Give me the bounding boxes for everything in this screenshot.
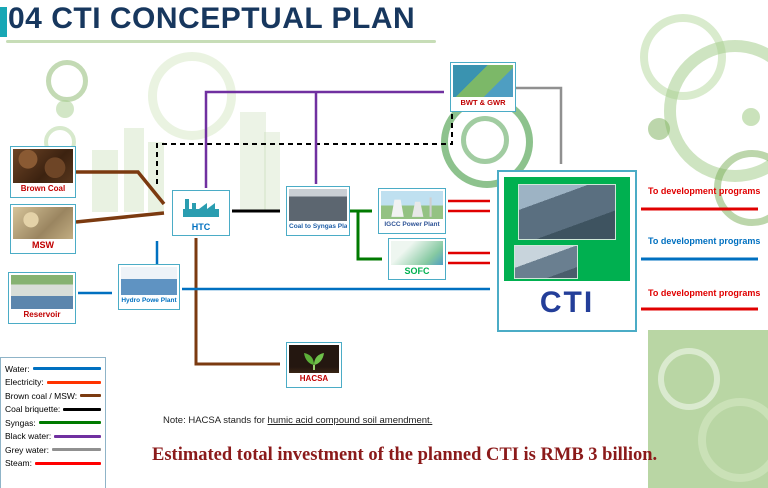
decorative-skyline: [124, 128, 144, 212]
node-label-hacsa: HACSA: [289, 373, 339, 385]
legend-item-water: Water:: [5, 362, 101, 376]
cooling-towers-icon: [391, 197, 432, 217]
legend-line-swatch: [34, 461, 101, 465]
node-sofc: SOFC: [388, 238, 446, 280]
legend-item-electricity: Electricity:: [5, 376, 101, 390]
cti-label: CTI: [539, 286, 595, 319]
node-brown-coal: Brown Coal: [10, 146, 76, 198]
legend-line-swatch: [80, 394, 101, 398]
legend-item-label: Syngas:: [5, 417, 36, 428]
note-prefix: Note: HACSA stands for: [163, 415, 268, 426]
decorative-ring: [461, 116, 509, 164]
legend-line-swatch: [46, 380, 101, 384]
legend-item-grey-water: Grey water:: [5, 443, 101, 457]
htc-image: [175, 193, 227, 221]
page-title: 04 CTI CONCEPTUAL PLAN: [8, 2, 416, 35]
legend-line-swatch: [51, 448, 101, 452]
output-label-1: To development programs: [648, 186, 761, 196]
decorative-skyline: [264, 132, 280, 212]
decorative-skyline: [148, 142, 164, 212]
decorative-underline: [6, 40, 436, 43]
title-accent-bar: [0, 7, 7, 37]
coal-to-syngas-image: [289, 189, 347, 221]
legend-line-swatch: [63, 407, 101, 411]
decorative-skyline: [240, 112, 266, 212]
legend-item-label: Grey water:: [5, 444, 49, 455]
cti-plant-photo-large: [518, 184, 616, 240]
decorative-dot: [742, 108, 760, 126]
cti-plant-photo-small: [514, 245, 578, 279]
node-bwt-gwr: BWT & GWR: [450, 62, 516, 112]
node-hacsa: HACSA: [286, 342, 342, 388]
legend-item-label: Electricity:: [5, 377, 44, 388]
bwt-gwr-image: [453, 65, 513, 97]
decorative-dot: [648, 118, 670, 140]
node-label-brown-coal: Brown Coal: [13, 183, 73, 195]
msw-image: [13, 207, 73, 239]
legend-line-swatch: [54, 434, 101, 438]
legend-item-label: Steam:: [5, 458, 32, 469]
legend-item-label: Black water:: [5, 431, 52, 442]
output-label-2: To development programs: [648, 236, 761, 246]
output-label-3: To development programs: [648, 288, 761, 298]
legend-line-swatch: [32, 367, 101, 371]
reservoir-image: [11, 275, 73, 309]
decorative-ring: [46, 60, 88, 102]
node-label-bwt-gwr: BWT & GWR: [453, 97, 513, 109]
legend-item-label: Coal briquette:: [5, 404, 61, 415]
node-htc: HTC: [172, 190, 230, 236]
node-label-reservoir: Reservoir: [11, 309, 73, 321]
hacsa-image: [289, 345, 339, 373]
node-hydro: Hydro Powe Plant: [118, 264, 180, 310]
legend-item-label: Brown coal / MSW:: [5, 390, 78, 401]
factory-icon: [183, 199, 219, 217]
igcc-image: [381, 191, 443, 219]
cti-image-panel: [504, 177, 630, 281]
legend-item-steam: Steam:: [5, 457, 101, 471]
legend-box: Water: Electricity: Brown coal / MSW: Co…: [0, 357, 106, 488]
flow-msw-to-htc: [75, 211, 165, 224]
node-label-msw: MSW: [13, 239, 73, 251]
node-igcc: IGCC Power Plant: [378, 188, 446, 234]
decorative-skyline: [92, 150, 118, 212]
brown-coal-image: [13, 149, 73, 183]
legend-item-brown-coal-msw: Brown coal / MSW:: [5, 389, 101, 403]
node-coal-to-syngas: Coal to Syngas Plant: [286, 186, 350, 236]
decorative-ring: [714, 150, 768, 226]
decorative-ring: [148, 52, 236, 140]
sofc-image: [391, 241, 443, 265]
decorative-dot: [56, 100, 74, 118]
node-label-sofc: SOFC: [391, 265, 443, 277]
node-cti: CTI: [497, 170, 637, 332]
node-reservoir: Reservoir: [8, 272, 76, 324]
node-label-htc: HTC: [175, 221, 227, 233]
note-term: humic acid compound soil amendment.: [267, 415, 433, 426]
decorative-ring: [698, 398, 768, 482]
sprout-icon: [304, 352, 324, 370]
hacsa-note: Note: HACSA stands for humic acid compou…: [163, 415, 432, 426]
node-label-coal-to-syngas: Coal to Syngas Plant: [289, 221, 347, 233]
legend-item-syngas: Syngas:: [5, 416, 101, 430]
decorative-ring: [658, 348, 720, 410]
legend-item-label: Water:: [5, 363, 30, 374]
node-label-igcc: IGCC Power Plant: [381, 219, 443, 231]
legend-line-swatch: [38, 421, 101, 425]
legend-item-coal-briquette: Coal briquette:: [5, 403, 101, 417]
node-msw: MSW: [10, 204, 76, 254]
legend-item-black-water: Black water:: [5, 430, 101, 444]
hydro-image: [121, 267, 177, 295]
investment-statement: Estimated total investment of the planne…: [152, 445, 658, 465]
flow-htc-to-hacsa: [194, 238, 280, 366]
node-label-hydro: Hydro Powe Plant: [121, 295, 177, 307]
